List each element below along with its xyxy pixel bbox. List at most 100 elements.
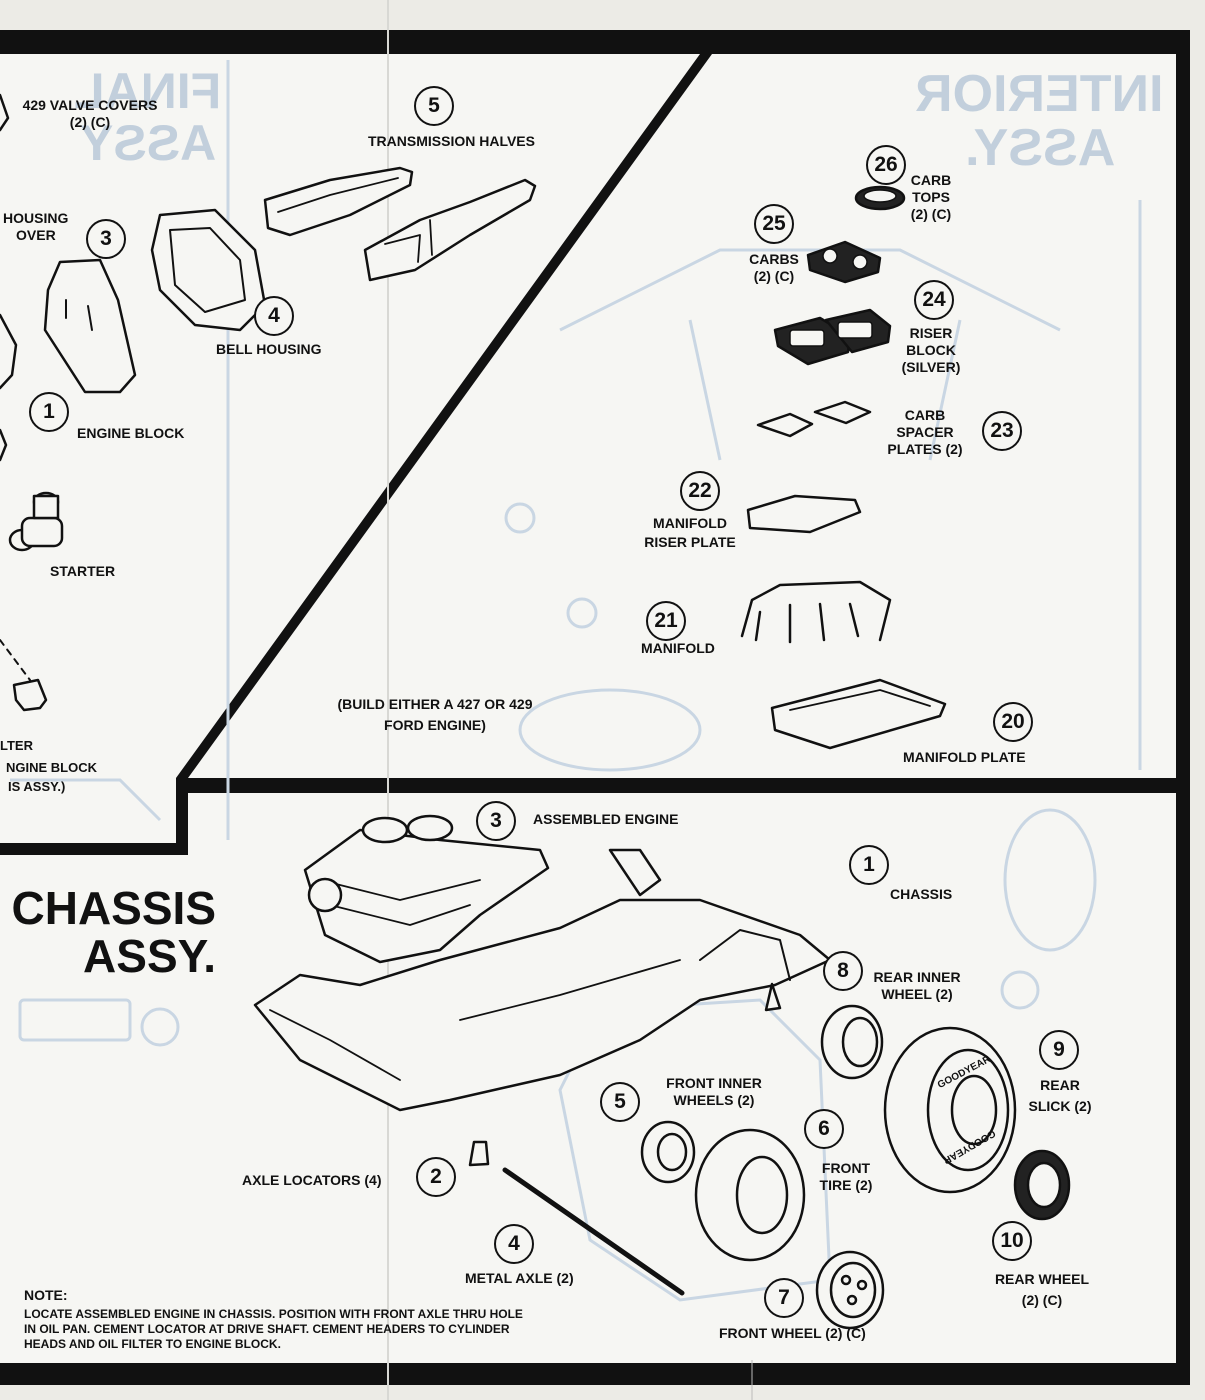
transmission-drawing (263, 166, 414, 237)
front-inner-wheels-drawing (640, 1120, 696, 1184)
carb-spacer-label-line1: CARB (904, 407, 946, 423)
chassis-label: CHASSIS (890, 886, 953, 902)
note-body: LOCATE ASSEMBLED ENGINE IN CHASSIS. POSI… (24, 1307, 624, 1352)
callout-bell-housing: 4 (254, 296, 294, 336)
panel-top-right (188, 54, 1176, 778)
front-inner-wheels-label-line1: FRONT INNER (666, 1075, 762, 1091)
housing-cover-label-line2: OVER (16, 227, 56, 243)
housing-cover-label: HOUSING OVER (3, 210, 68, 244)
rear-wheel-label-line2: (2) (C) (1021, 1292, 1063, 1308)
metal-axle-drawing (502, 1167, 685, 1296)
carbs-label-line1: CARBS (749, 251, 799, 267)
oil-filter-label-line2: NGINE BLOCK (6, 760, 97, 775)
callout-manifold-plate: 20 (993, 702, 1033, 742)
callout-front-inner-wheels: 5 (600, 1082, 640, 1122)
front-wheel-drawing (815, 1250, 885, 1330)
starter-label: STARTER (50, 563, 116, 579)
assembled-engine-drawing (303, 814, 550, 964)
chassis-drawing (253, 848, 832, 1112)
riser-block-label-line2: BLOCK (906, 342, 956, 358)
riser-block-label: RISER BLOCK (SILVER) (895, 325, 967, 376)
callout-front-wheel: 7 (764, 1278, 804, 1318)
manifold-plate-drawing (770, 678, 947, 750)
callout-rear-wheel: 10 (992, 1221, 1032, 1261)
engine-block-drawing (0, 313, 18, 390)
valve-covers-label-line1: 429 VALVE COVERS (22, 97, 158, 113)
carb-tops-label-line2: TOPS (912, 189, 950, 205)
assembled-engine-label: ASSEMBLED ENGINE (533, 811, 679, 827)
callout-manifold-riser: 22 (680, 471, 720, 511)
oil-filter-label-line3: IS ASSY.) (8, 779, 66, 794)
carb-tops-drawing (854, 185, 906, 211)
starter-drawing (8, 491, 64, 552)
housing-cover-drawing (43, 258, 137, 394)
metal-axle-label: METAL AXLE (2) (465, 1270, 574, 1286)
manifold-riser-drawing (746, 494, 862, 534)
callout-carb-spacer: 23 (982, 411, 1022, 451)
manifold-label: MANIFOLD (641, 640, 715, 656)
callout-housing-cover: 3 (86, 219, 126, 259)
riser-block-label-line3: (SILVER) (901, 359, 961, 375)
rear-wheel-label: REAR WHEEL (2) (C) (988, 1271, 1096, 1309)
carb-spacer-drawing (756, 400, 872, 438)
carb-spacer-label-line2: SPACER (896, 424, 954, 440)
carb-tops-label-line1: CARB (910, 172, 952, 188)
callout-engine-block: 1 (29, 392, 69, 432)
callout-front-tire: 6 (804, 1109, 844, 1149)
carbs-label: CARBS (2) (C) (744, 251, 804, 285)
bell-housing-drawing (150, 208, 267, 332)
front-wheel-label: FRONT WHEEL (2) (C) (719, 1325, 866, 1341)
riser-block-drawing (773, 308, 892, 366)
carb-tops-label-line3: (2) (C) (910, 206, 952, 222)
front-tire-label-line2: TIRE (2) (819, 1177, 873, 1193)
chassis-assy-title-line2: ASSY. (83, 930, 216, 982)
carb-spacer-label-line3: PLATES (2) (887, 441, 963, 457)
rear-slick-label-line1: REAR (1040, 1077, 1080, 1093)
callout-rear-inner-wheel: 8 (823, 951, 863, 991)
carbs-drawing (806, 240, 882, 284)
rear-inner-wheel-label-line1: REAR INNER (873, 969, 961, 985)
engine-block-label: ENGINE BLOCK (77, 425, 185, 441)
carbs-label-line2: (2) (C) (753, 268, 795, 284)
riser-block-label-line1: RISER (909, 325, 953, 341)
valve-cover-drawing (0, 93, 10, 132)
rear-wheel-drawing (1013, 1149, 1071, 1221)
front-inner-wheels-label: FRONT INNER WHEELS (2) (652, 1075, 776, 1109)
note-line2: IN OIL PAN. CEMENT LOCATOR AT DRIVE SHAF… (24, 1322, 510, 1336)
chassis-assy-title: CHASSIS ASSY. (10, 884, 216, 980)
callout-chassis: 1 (849, 845, 889, 885)
bell-housing-label: BELL HOUSING (216, 341, 322, 357)
callout-axle-locators: 2 (416, 1157, 456, 1197)
front-inner-wheels-label-line2: WHEELS (2) (673, 1092, 755, 1108)
rear-slick-label: REAR SLICK (2) (1018, 1077, 1102, 1115)
valve-covers-label-line2: (2) (C) (69, 114, 111, 130)
note-line1: LOCATE ASSEMBLED ENGINE IN CHASSIS. POSI… (24, 1307, 523, 1321)
manifold-drawing (740, 580, 892, 644)
axle-locator-drawing (468, 1140, 490, 1167)
callout-transmission: 5 (414, 86, 454, 126)
valve-covers-label: 429 VALVE COVERS (2) (C) (10, 97, 170, 131)
manifold-riser-label-line1: MANIFOLD (653, 515, 727, 531)
chassis-assy-title-line1: CHASSIS (11, 882, 216, 934)
callout-carbs: 25 (754, 204, 794, 244)
note-title: NOTE: (24, 1287, 68, 1303)
callout-riser-block: 24 (914, 280, 954, 320)
rear-inner-wheel-label: REAR INNER WHEEL (2) (866, 969, 968, 1003)
carb-tops-label: CARB TOPS (2) (C) (900, 172, 962, 223)
rear-inner-wheel-drawing (820, 1004, 884, 1080)
build-note-line1: (BUILD EITHER A 427 OR 429 (337, 696, 533, 712)
note-line3: HEADS AND OIL FILTER TO ENGINE BLOCK. (24, 1337, 281, 1351)
carb-spacer-label: CARB SPACER PLATES (2) (880, 407, 970, 458)
oil-filter-drawing (12, 678, 48, 712)
rear-slick-label-line2: SLICK (2) (1028, 1098, 1092, 1114)
manifold-plate-label: MANIFOLD PLATE (903, 749, 1026, 765)
callout-metal-axle: 4 (494, 1224, 534, 1264)
callout-carb-tops: 26 (866, 145, 906, 185)
rear-inner-wheel-label-line2: WHEEL (2) (881, 986, 953, 1002)
front-tire-label-line1: FRONT (821, 1160, 871, 1176)
front-tire-label: FRONT TIRE (2) (810, 1160, 882, 1194)
rear-wheel-label-line1: REAR WHEEL (994, 1271, 1090, 1287)
oil-filter-label: LTER NGINE BLOCK IS ASSY.) (0, 737, 97, 795)
